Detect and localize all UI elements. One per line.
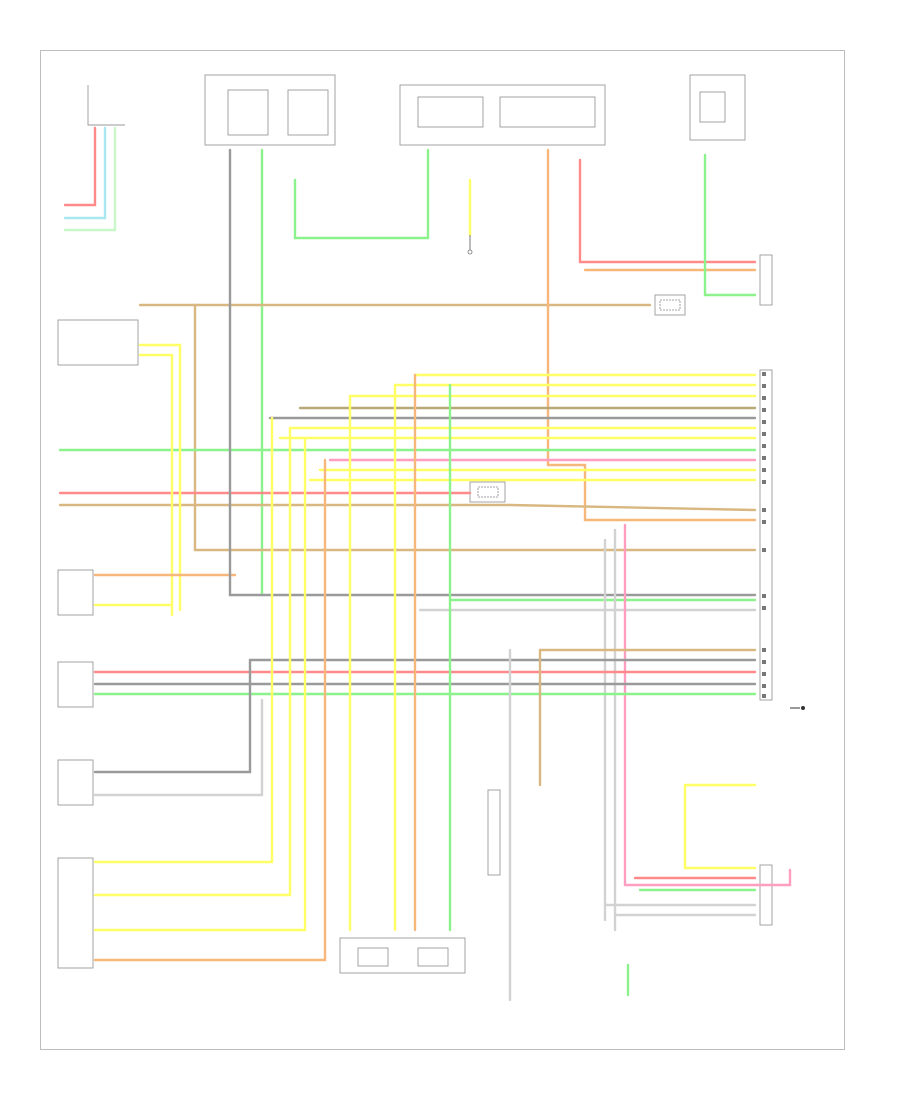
ground-icon — [790, 706, 805, 710]
component-center-module — [487, 789, 501, 876]
component-right-switch — [654, 294, 686, 316]
component-top-left-connector — [87, 85, 125, 126]
component-left-switch-1 — [57, 569, 94, 616]
diagram-frame — [40, 50, 845, 1050]
component-top-right-box — [689, 74, 746, 141]
component-left-switch-2 — [57, 661, 94, 708]
component-instrument-connector-right — [759, 254, 773, 926]
wire-ltblue-top-left — [63, 126, 107, 220]
component-left-switch-4 — [57, 857, 94, 969]
component-hot-at-all-times-box — [204, 74, 336, 146]
component-relay-box — [399, 84, 606, 146]
switch-icon — [467, 235, 473, 255]
wire-yellow-sensor-1 — [138, 343, 182, 612]
wire-gray-switch-3 — [93, 658, 252, 774]
wire-yellow-lower-right — [683, 783, 757, 870]
wire-gray-switch-1 — [228, 148, 757, 597]
relay-icon — [477, 299, 681, 498]
wire-orange-switch-4d — [93, 458, 327, 962]
wire-ltgreen-top-left — [63, 126, 117, 232]
wire-orange-relay — [546, 148, 757, 522]
wire-yellow-switch-4c — [93, 436, 307, 932]
wire-yellow-sensor-2 — [138, 353, 174, 617]
wire-yellow-switch-4b — [93, 426, 292, 897]
wire-lgray-switch-3 — [93, 698, 264, 797]
component-left-sensor-1 — [57, 319, 139, 366]
connector-pins — [762, 372, 766, 698]
wire-green-right — [703, 153, 757, 297]
wire-yellow-switch-4a — [93, 416, 274, 864]
wire-tan-left-long — [58, 503, 757, 512]
wire-tan-upper-vertical — [193, 303, 757, 552]
wire-group — [58, 126, 792, 1002]
wire-pink-vertical — [623, 523, 792, 887]
wire-green-loop — [293, 148, 430, 240]
component-center-switch — [469, 481, 506, 503]
component-left-switch-3 — [57, 759, 94, 806]
wire-red-top-left — [63, 126, 97, 207]
component-center-relay — [339, 937, 466, 974]
wire-red-right — [578, 158, 757, 264]
